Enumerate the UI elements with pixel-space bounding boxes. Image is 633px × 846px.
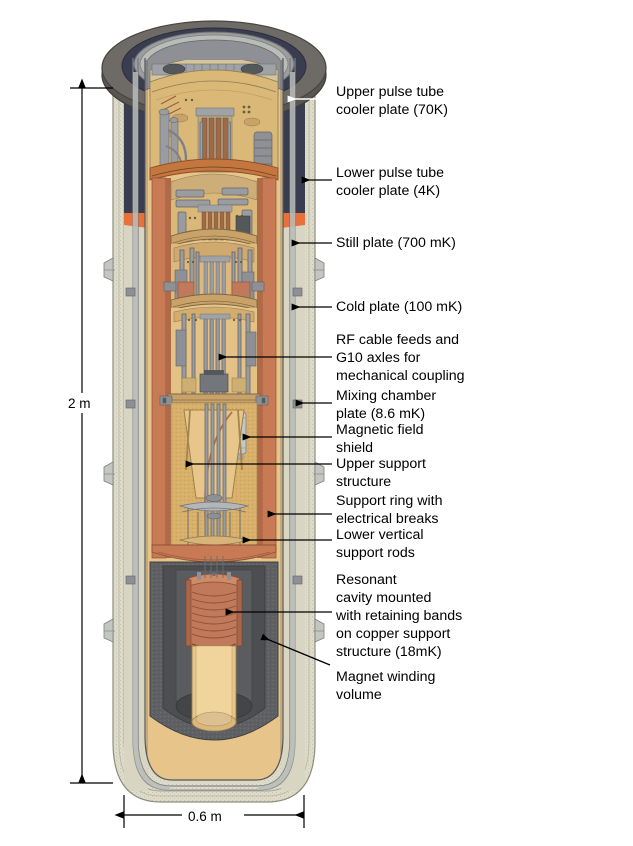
resonant-cavity-part (185, 572, 243, 649)
annotation-labels: Upper pulse tube cooler plate (70K) Lowe… (335, 84, 466, 703)
label-cold-plate: Cold plate (100 mK) (336, 299, 462, 315)
annotation-leaders (185, 95, 332, 666)
label-mixing-chamber-plate: Mixing chamber plate (8.6 mK) (336, 388, 440, 422)
label-lower-vertical-support-rods: Lower vertical support rods (336, 527, 427, 561)
dimension-height: 2 m (64, 78, 113, 784)
label-upper-support-structure: Upper support structure (336, 456, 430, 490)
label-magnet-winding-volume: Magnet winding volume (336, 669, 439, 703)
label-resonant-cavity: Resonant cavity mounted with retaining b… (335, 572, 466, 660)
dimension-width: 0.6 m (114, 795, 305, 828)
leader-magnet-winding-volume (260, 633, 331, 666)
inner-can-outline (132, 58, 296, 791)
label-support-ring-electrical-breaks: Support ring with electrical breaks (336, 493, 446, 527)
label-still-plate: Still plate (700 mK) (336, 235, 456, 251)
label-upper-pulse-tube-cooler-plate: Upper pulse tube cooler plate (70K) (336, 84, 448, 118)
label-lower-pulse-tube-cooler-plate: Lower pulse tube cooler plate (4K) (336, 165, 448, 199)
external-flange-rings (103, 257, 325, 643)
cryostat-internals (145, 60, 283, 780)
inner-shell-gap (133, 72, 295, 790)
height-dimension-label: 2 m (68, 396, 91, 411)
cavity-support-tube (191, 645, 237, 732)
width-dimension-label: 0.6 m (188, 809, 222, 824)
label-rf-cable-feeds: RF cable feeds and G10 axles for mechani… (336, 332, 465, 384)
support-ring-part (178, 494, 250, 520)
label-magnetic-field-shield: Magnetic field shield (336, 422, 428, 456)
